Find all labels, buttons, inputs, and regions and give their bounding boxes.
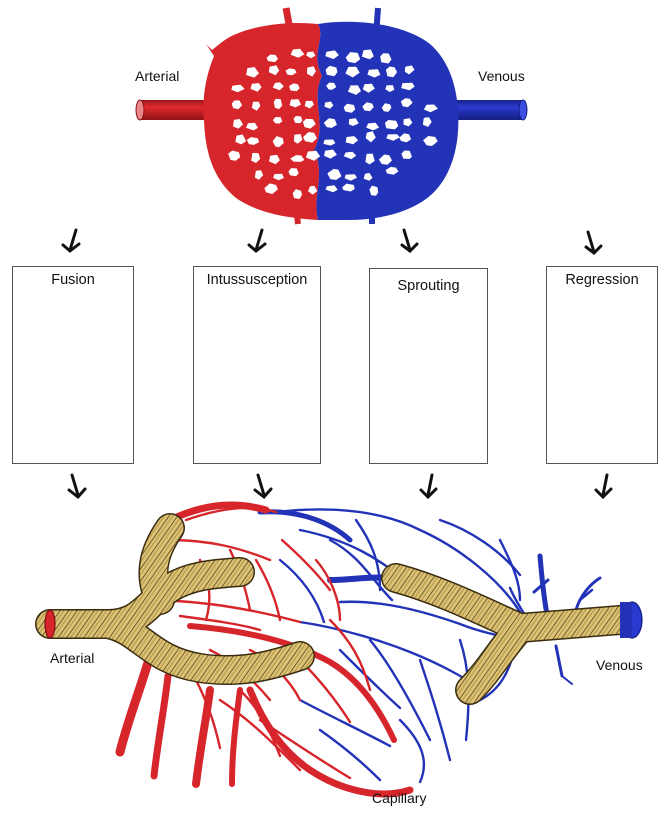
remodeled-artery-loop [153,528,170,600]
process-box-intussusception: Intussusception [193,266,321,464]
arrow-from-regression [596,475,611,497]
arrow-from-sprouting [421,475,436,497]
process-title-regression: Regression [547,272,657,288]
plexus-stub [296,206,298,224]
arterial-inflow-vessel [138,100,214,120]
remodeled-network [45,505,642,794]
arrows-bottom-row [69,475,611,497]
arrow-from-intussusception [255,475,271,497]
process-title-fusion: Fusion [13,272,133,288]
primitive-plexus [136,8,527,224]
arrow-to-fusion [63,230,79,251]
arrow-to-intussusception [249,230,265,251]
bottom-arterial-end [45,610,55,638]
arrow-from-fusion [69,475,85,497]
plexus-stub [376,8,378,36]
process-title-sprouting: Sprouting [370,278,487,294]
arterial-capillaries [160,508,370,778]
remodeled-vein-trunk [396,578,620,628]
bottom-venous-cap [620,602,632,638]
top-venous-label: Venous [478,68,525,84]
bottom-venous-label: Venous [596,657,643,673]
arrow-to-regression [586,232,601,253]
capillary-label: Capillary [372,790,426,806]
arterial-vessel-end [136,100,144,120]
top-arterial-label: Arterial [135,68,179,84]
process-box-fusion: Fusion [12,266,134,464]
bottom-arterial-label: Arterial [50,650,94,666]
process-title-intussusception: Intussusception [194,272,320,288]
arrow-to-sprouting [402,230,417,251]
process-box-regression: Regression [546,266,658,464]
remodeled-artery-branch [108,624,300,670]
process-step-arrows [68,342,598,420]
mesh-hole [385,120,398,129]
arrows-top-row [63,230,601,253]
process-box-sprouting: Sprouting [369,268,488,464]
venous-outflow-vessel [450,100,524,120]
venous-vessel-end [519,100,527,120]
